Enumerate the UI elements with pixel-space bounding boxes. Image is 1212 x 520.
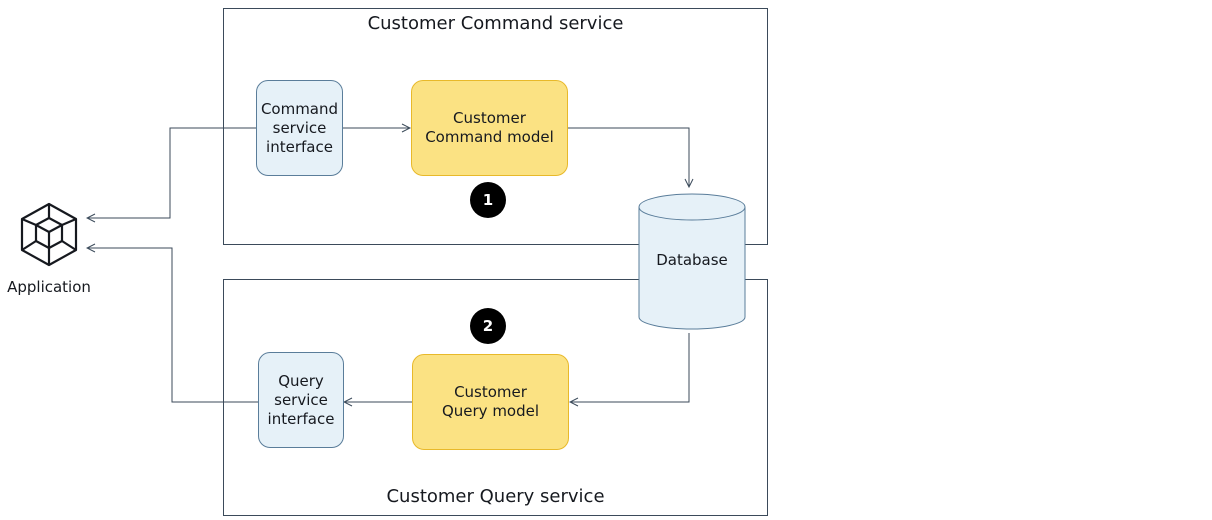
database-cylinder-icon xyxy=(638,193,746,330)
arrow-command-interface-to-application xyxy=(87,127,256,218)
command-service-title: Customer Command service xyxy=(367,13,624,34)
arrow-query-interface-to-application xyxy=(87,248,258,403)
step-badge-2: 2 xyxy=(470,308,506,344)
cube-icon xyxy=(20,202,78,267)
command-service-frame xyxy=(223,8,768,245)
query-service-frame xyxy=(223,279,768,516)
arrow-database-to-query-model xyxy=(570,333,690,402)
arrow-command-model-to-database xyxy=(568,127,689,187)
customer-query-model: Customer Query model xyxy=(412,354,569,450)
customer-command-model: Customer Command model xyxy=(411,80,568,176)
query-service-title: Customer Query service xyxy=(386,486,605,507)
step-badge-1: 1 xyxy=(470,182,506,218)
application-label: Application xyxy=(7,278,91,296)
database-label: Database xyxy=(656,251,728,269)
command-service-interface: Command service interface xyxy=(256,80,343,176)
query-service-interface: Query service interface xyxy=(258,352,344,448)
